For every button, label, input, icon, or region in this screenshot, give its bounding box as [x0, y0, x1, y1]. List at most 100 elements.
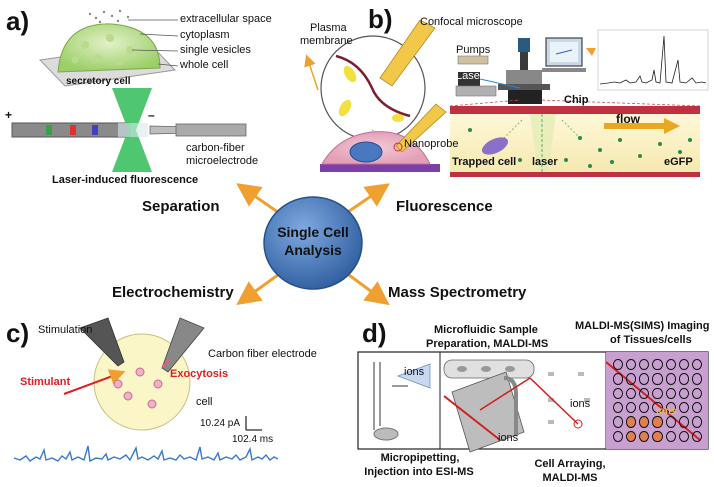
category-electrochemistry: Electrochemistry — [112, 284, 234, 301]
imaging-spot — [665, 387, 676, 399]
nanoprobe-diagram — [304, 19, 447, 172]
confocal-setup — [449, 29, 709, 107]
label-nanoprobe: Nanoprobe — [404, 138, 459, 150]
imaging-spot — [678, 359, 689, 371]
panel-b-letter: b) — [368, 4, 393, 34]
label-cell-arraying: Cell Arraying, — [534, 458, 606, 470]
imaging-spot — [652, 387, 663, 399]
amperometric-trace — [13, 445, 279, 463]
center-title-line2: Analysis — [284, 242, 342, 258]
label-stimulation: Stimulation — [38, 324, 93, 336]
label-whole-cell: whole cell — [180, 59, 229, 71]
imaging-spot — [613, 387, 624, 399]
imaging-spot — [626, 387, 637, 399]
imaging-spot — [652, 430, 663, 442]
label-cytoplasm: cytoplasm — [180, 29, 230, 41]
label-membrane: membrane — [300, 35, 353, 47]
imaging-spot — [613, 416, 624, 428]
imaging-spot — [626, 402, 637, 414]
label-carbon-fiber-electrode: Carbon fiber electrode — [208, 348, 317, 360]
secretory-cell-diagram — [38, 9, 179, 87]
imaging-spot — [626, 416, 637, 428]
label-egfp: eGFP — [664, 156, 693, 168]
maldi-imaging-grid — [612, 358, 704, 444]
imaging-spot — [665, 416, 676, 428]
label-ions-1: ions — [404, 366, 425, 378]
label-extracellular-space: extracellular space — [180, 13, 272, 25]
label-microfluidic-line1: Microfluidic Sample — [434, 324, 538, 336]
imaging-spot — [652, 359, 663, 371]
label-microelectrode: microelectrode — [186, 155, 259, 167]
label-flow: flow — [616, 112, 640, 126]
central-hub — [236, 183, 390, 306]
imaging-spot — [639, 430, 650, 442]
imaging-spot — [665, 359, 676, 371]
imaging-spot — [691, 416, 702, 428]
label-laser-box: Laser — [456, 70, 484, 82]
panel-a-letter: a) — [6, 6, 30, 36]
panel-d-letter: d) — [362, 318, 387, 348]
imaging-spot — [665, 373, 676, 385]
imaging-spot — [639, 387, 650, 399]
category-fluorescence: Fluorescence — [396, 198, 493, 215]
imaging-spot — [652, 416, 663, 428]
label-minus: – — [148, 108, 155, 122]
imaging-spot — [626, 359, 637, 371]
label-single-vesicles: single vesicles — [180, 44, 251, 56]
imaging-spot — [691, 373, 702, 385]
label-maldi-ms: MALDI-MS — [542, 472, 598, 484]
label-micropipetting: Micropipetting, — [380, 452, 460, 464]
label-carbon-fiber: carbon-fiber — [186, 142, 245, 154]
imaging-spot — [691, 387, 702, 399]
microfluidic-chip — [450, 106, 700, 177]
imaging-spot — [626, 373, 637, 385]
scale-current: 10.24 pA — [200, 418, 241, 429]
label-confocal-microscope: Confocal microscope — [420, 16, 523, 28]
imaging-spot — [613, 430, 624, 442]
label-laser: laser — [532, 156, 558, 168]
exocytosis-diagram — [13, 317, 279, 463]
imaging-spot — [626, 430, 637, 442]
imaging-spot — [613, 359, 624, 371]
capillary-diagram — [11, 88, 247, 172]
imaging-spot — [652, 402, 663, 414]
label-plus: + — [5, 108, 13, 122]
label-ions-4: ions — [656, 406, 677, 417]
imaging-spot — [652, 373, 663, 385]
imaging-spot — [639, 373, 650, 385]
panel-c-letter: c) — [6, 318, 30, 348]
imaging-spot — [691, 430, 702, 442]
category-mass-spectrometry: Mass Spectrometry — [388, 284, 527, 301]
imaging-spot — [639, 402, 650, 414]
imaging-spot — [678, 402, 689, 414]
imaging-spot — [613, 373, 624, 385]
label-ions-2: ions — [498, 432, 519, 444]
imaging-spot — [639, 359, 650, 371]
label-chip: Chip — [564, 94, 589, 106]
imaging-spot — [665, 402, 676, 414]
label-maldi-line1: MALDI-MS(SIMS) Imaging — [575, 320, 710, 332]
label-pumps: Pumps — [456, 44, 491, 56]
imaging-spot — [613, 402, 624, 414]
imaging-spot — [665, 430, 676, 442]
label-secretory-cell: secretory cell — [66, 76, 131, 87]
imaging-spot — [678, 430, 689, 442]
imaging-spot — [678, 387, 689, 399]
imaging-spot — [639, 416, 650, 428]
label-ions-3: ions — [570, 398, 591, 410]
label-plasma: Plasma — [310, 22, 347, 34]
label-stimulant: Stimulant — [20, 376, 71, 388]
imaging-spot — [678, 416, 689, 428]
label-maldi-line2: of Tissues/cells — [610, 334, 692, 346]
label-exocytosis: Exocytosis — [170, 368, 229, 380]
label-injection: Injection into ESI-MS — [364, 466, 474, 478]
label-trapped-cell: Trapped cell — [452, 156, 517, 168]
imaging-spot — [691, 402, 702, 414]
scale-time: 102.4 ms — [232, 434, 274, 445]
label-cell: cell — [196, 396, 213, 408]
category-separation: Separation — [142, 198, 220, 215]
label-microfluidic-line2: Preparation, MALDI-MS — [426, 338, 549, 350]
label-laser-induced-fluorescence: Laser-induced fluorescence — [52, 174, 199, 186]
